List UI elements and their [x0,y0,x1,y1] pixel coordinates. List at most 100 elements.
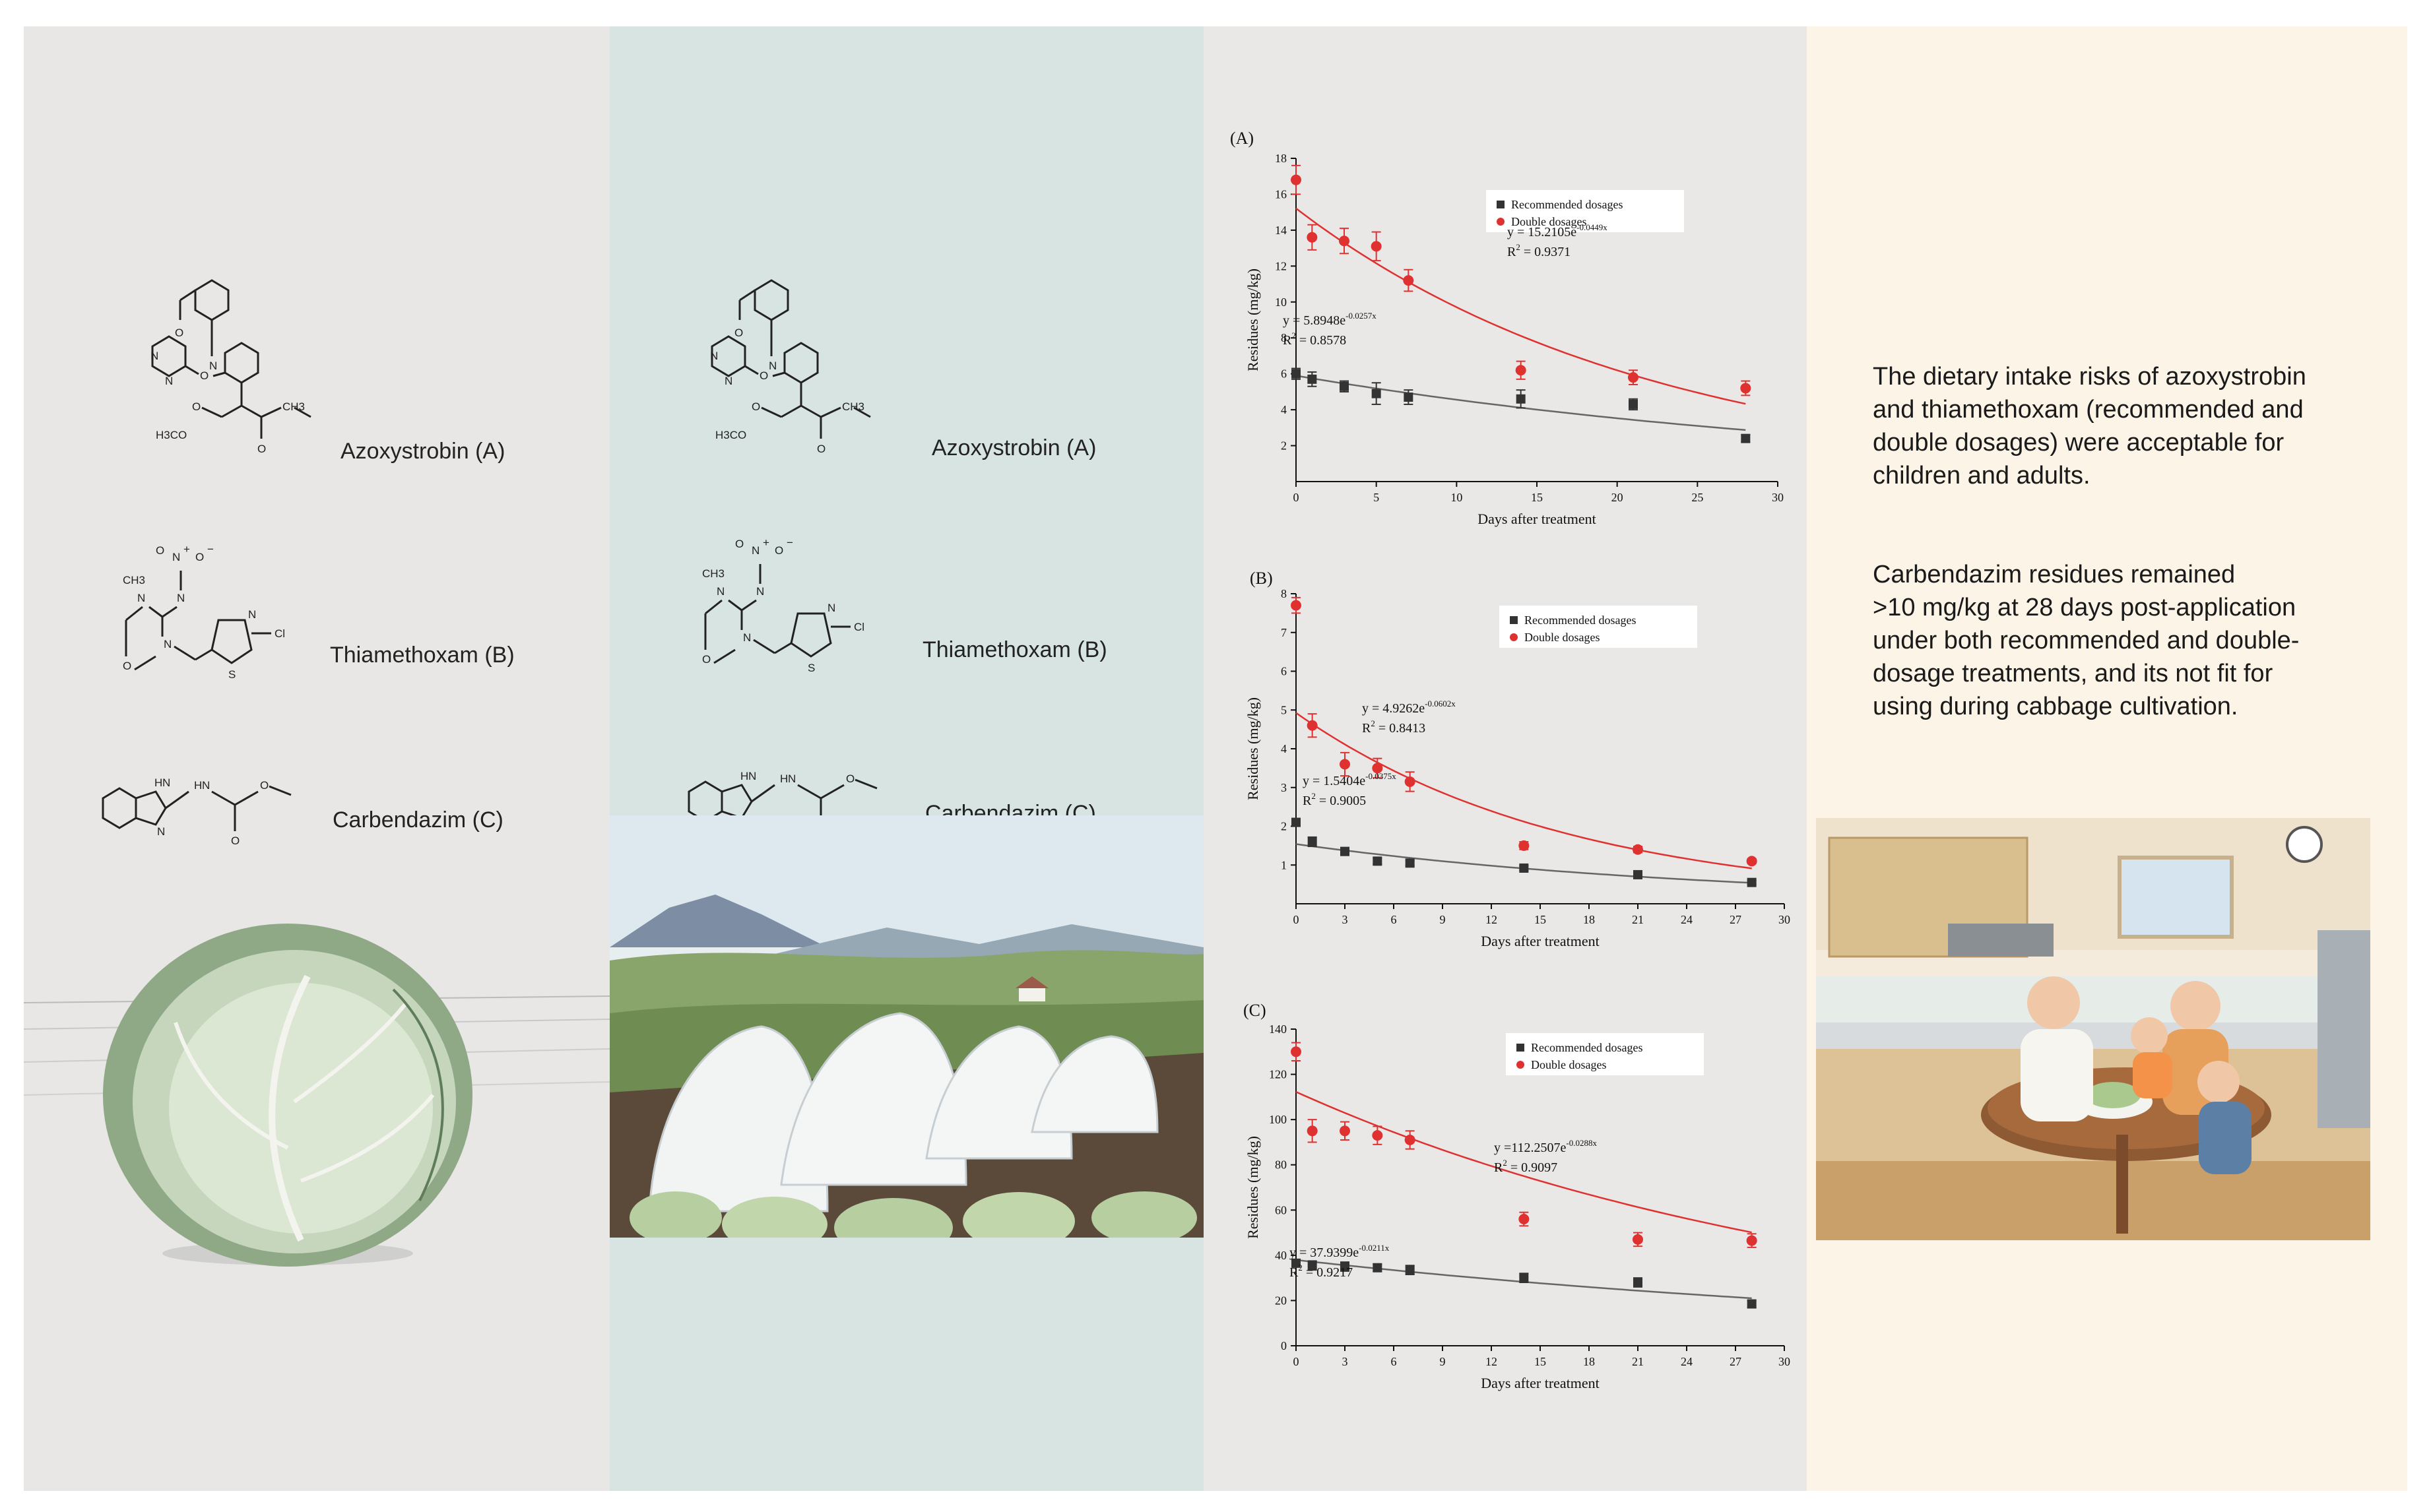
atom: CH3 [702,567,725,580]
y-tick-label: 2 [1281,820,1287,833]
summary-dietary-risk: The dietary intake risks of azoxystrobin… [1873,360,2387,492]
y-tick-label: 60 [1275,1203,1287,1216]
atom: Cl [854,621,864,633]
x-tick-label: 25 [1691,491,1703,504]
atom: O [156,544,164,557]
data-point-recommended [1307,374,1317,384]
data-point-double [1404,776,1415,787]
summary-line: under both recommended and double- [1873,627,2300,654]
azoxystrobin-structure: O N N N O H3CO O O CH3 [150,279,311,455]
legend-label-double: Double dosages [1524,631,1600,644]
x-tick-label: 15 [1534,913,1546,926]
data-point-double [1339,236,1349,247]
compound-label-azoxystrobin-2: Azoxystrobin (A) [932,435,1097,460]
atom: O [192,400,201,413]
y-tick-label: 18 [1275,152,1287,165]
recommended-r-squared: R2 = 0.8578 [1283,331,1346,348]
data-point-recommended [1741,433,1751,443]
summary-line: Carbendazim residues remained [1873,561,2236,588]
double-r-squared: R2 = 0.8413 [1362,718,1425,736]
data-point-double [1746,856,1757,867]
data-point-double [1746,1235,1757,1246]
data-point-double [1633,1234,1643,1245]
y-tick-label: 7 [1281,626,1287,639]
x-tick-label: 0 [1293,491,1299,504]
legend-marker-double [1516,1061,1524,1069]
atom: H [194,779,202,792]
atom: O [123,660,131,672]
x-tick-label: 24 [1681,1355,1693,1368]
compound-label-carbendazim: Carbendazim (C) [333,807,503,833]
data-point-double [1515,365,1526,376]
atom: H3CO [156,429,187,441]
panel-structures-greenhouse: O N N N O H3CO O O CH3 Azoxystrobin (A) … [610,26,1204,1491]
atom: Cl [275,627,285,640]
data-point-double [1307,1125,1318,1137]
atom: + [183,543,190,555]
x-tick-label: 3 [1342,1355,1348,1368]
data-point-recommended [1340,846,1349,856]
atom: N [717,585,725,598]
data-point-double [1307,720,1318,731]
data-point-double [1340,759,1350,770]
atom: O [735,538,744,550]
data-point-recommended [1633,1278,1642,1287]
data-point-double [1518,840,1530,851]
legend-box [1486,190,1684,232]
data-point-recommended [1405,858,1415,868]
legend-label-recommended: Recommended dosages [1524,614,1636,627]
y-tick-label: 4 [1281,742,1287,755]
legend-label-recommended: Recommended dosages [1531,1041,1642,1054]
atom: N [172,551,180,563]
data-point-recommended [1516,394,1526,404]
atom: O [257,443,266,455]
data-point-double [1518,1214,1530,1224]
data-point-double [1633,844,1643,855]
data-point-recommended [1633,869,1642,879]
x-tick-label: 0 [1293,1355,1299,1368]
data-point-double [1372,763,1383,774]
data-point-recommended [1747,1299,1757,1309]
x-tick-label: 3 [1342,913,1348,926]
y-tick-label: 6 [1281,665,1287,678]
data-point-double [1291,1046,1301,1057]
atom: O [175,327,183,339]
y-tick-label: 100 [1269,1113,1287,1126]
atom: H [740,770,748,782]
summary-line: The dietary intake risks of azoxystrobin [1873,363,2306,391]
double-equation: y = 4.9262e-0.0602x [1362,699,1456,716]
atom: N [743,631,751,644]
recommended-equation: y = 37.9399e-0.0211x [1289,1243,1390,1260]
family-kitchen-illustration [1816,818,2370,1240]
atom: N [164,638,172,650]
y-axis-title: Residues (mg/kg) [1245,697,1261,800]
x-tick-label: 12 [1485,1355,1497,1368]
atom: N [710,350,718,362]
atom: + [763,536,769,549]
summary-line: double dosages) were acceptable for [1873,429,2285,457]
summary-line: children and adults. [1873,462,2091,489]
recommended-r-squared: R2 = 0.9005 [1303,791,1366,808]
atom: S [808,662,815,674]
x-tick-label: 15 [1531,491,1543,504]
y-tick-label: 8 [1281,331,1287,344]
y-tick-label: 6 [1281,367,1287,381]
y-tick-label: 10 [1275,296,1287,309]
atom: O [260,779,269,792]
summary-line: and thiamethoxam (recommended and [1873,396,2304,424]
x-tick-label: 9 [1440,1355,1446,1368]
data-point-recommended [1340,1262,1349,1271]
x-tick-label: 5 [1373,491,1379,504]
data-point-recommended [1291,369,1301,379]
legend-marker-recommended [1516,1044,1524,1052]
double-r-squared: R2 = 0.9371 [1507,242,1571,259]
atom: N [725,375,732,387]
y-axis-title: Residues (mg/kg) [1245,268,1261,371]
y-tick-label: 40 [1275,1249,1287,1262]
y-tick-label: 80 [1275,1158,1287,1172]
atom: O [231,835,240,847]
data-point-double [1740,383,1751,394]
x-axis-title: Days after treatment [1481,1375,1600,1391]
